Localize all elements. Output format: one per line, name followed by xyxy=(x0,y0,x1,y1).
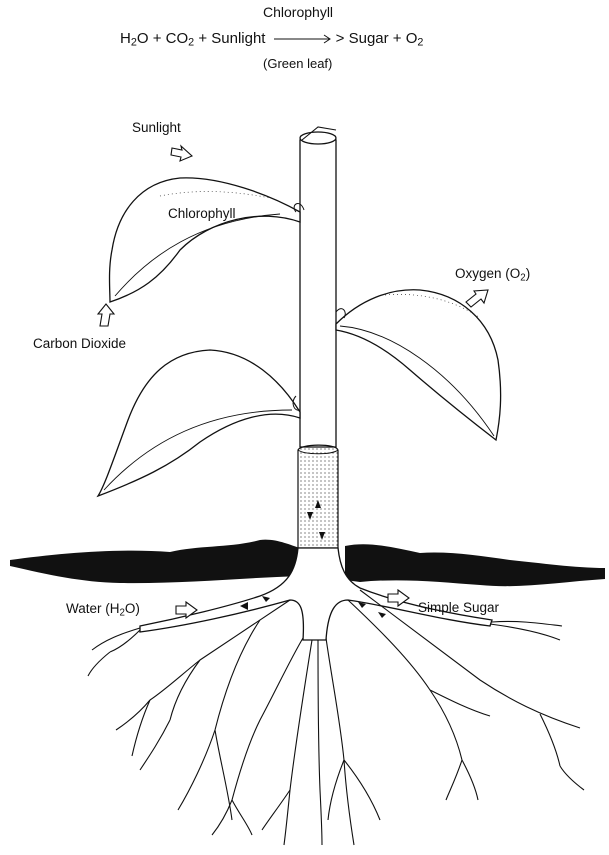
sunlight-label: Sunlight xyxy=(132,120,181,135)
carbon-dioxide-arrow-icon xyxy=(98,304,114,326)
leaf-lower-left xyxy=(98,350,300,496)
oxygen-label: Oxygen (O2) xyxy=(455,266,530,283)
stem-cut-top xyxy=(300,132,336,144)
simple-sugar-label: Simple Sugar xyxy=(418,600,499,615)
plant-stem xyxy=(300,140,336,447)
soil-band xyxy=(345,544,605,586)
water-label: Water (H2O) xyxy=(66,601,140,618)
leaf-upper-left xyxy=(110,178,301,302)
chlorophyll-label: Chlorophyll xyxy=(168,206,236,221)
stem-cross-section xyxy=(298,445,338,548)
sunlight-arrow-icon xyxy=(171,146,192,161)
soil-band xyxy=(10,540,300,583)
carbon-dioxide-label: Carbon Dioxide xyxy=(33,336,126,351)
leaf-right xyxy=(336,290,501,440)
oxygen-arrow-icon xyxy=(466,290,488,307)
